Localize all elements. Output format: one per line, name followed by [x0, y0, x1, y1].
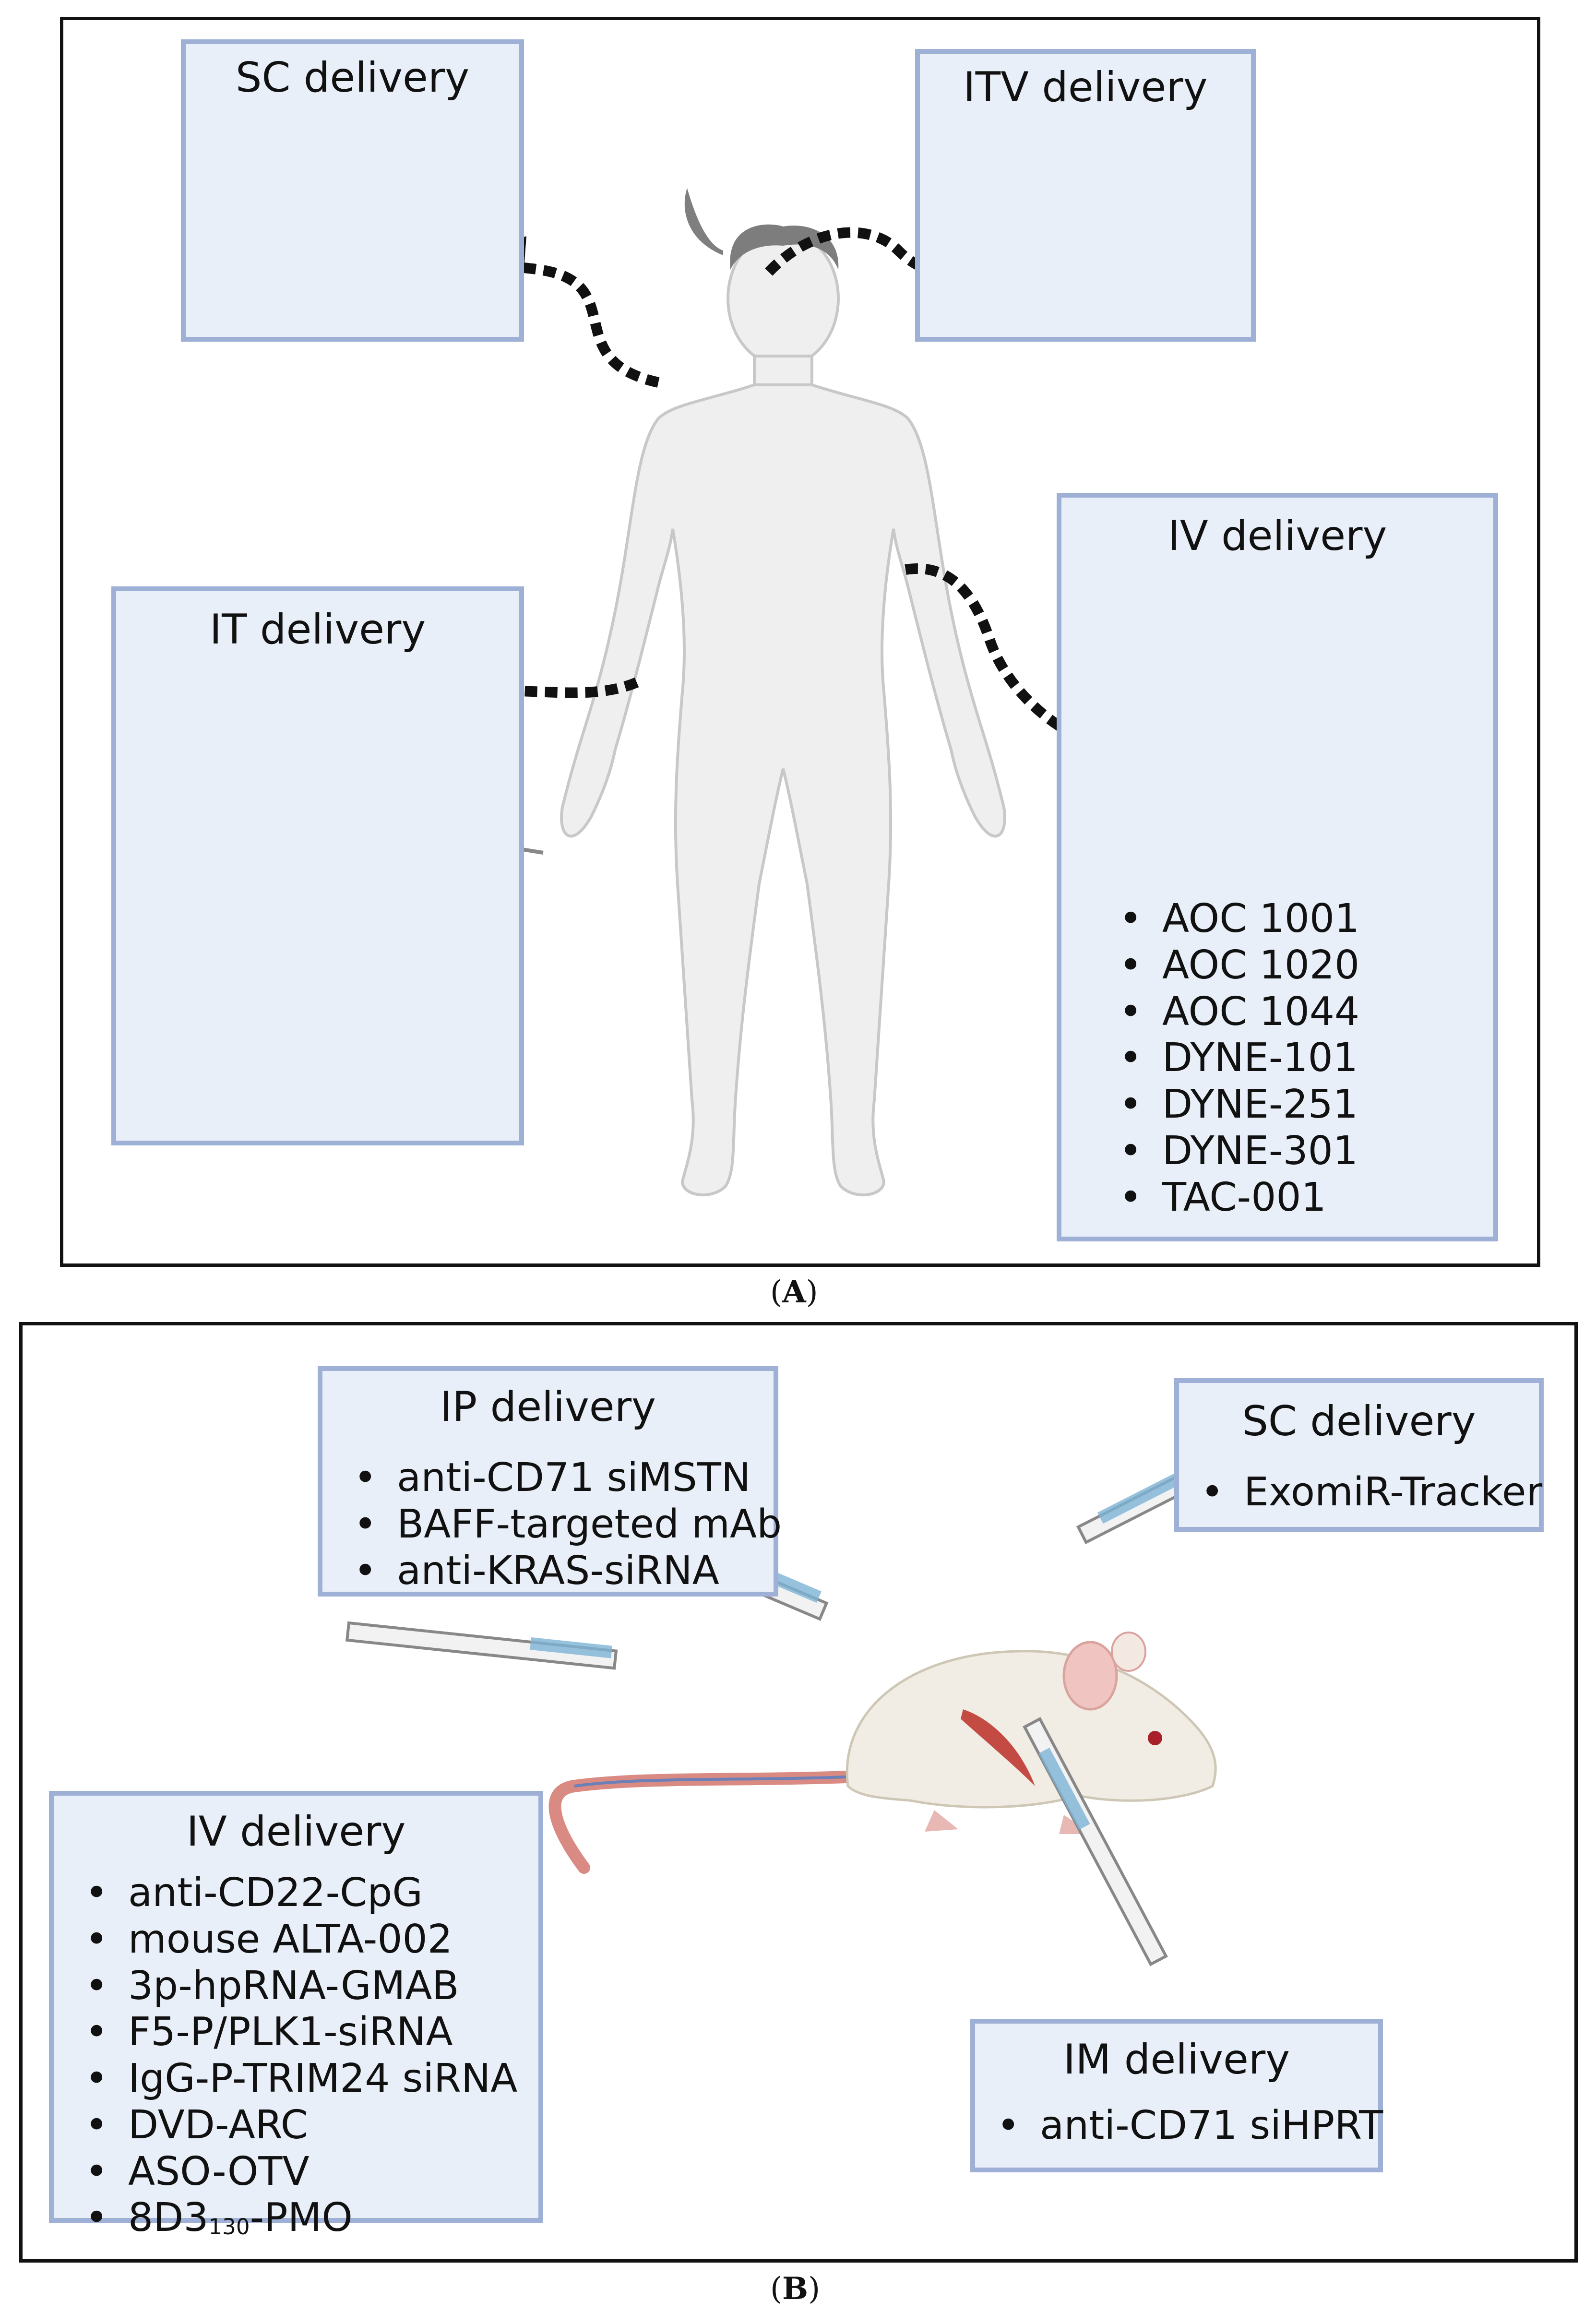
iv-drug-list: AOC 1001 AOC 1020 AOC 1044 DYNE-101 DYNE… — [1119, 896, 1359, 1221]
list-item: mouse ALTA-002 — [85, 1917, 517, 1963]
list-item: AOC 1044 — [1119, 989, 1359, 1036]
list-item: AOC 1001 — [1119, 896, 1359, 942]
list-item: F5-P/PLK1-siRNA — [85, 2009, 517, 2056]
im-agent-list: anti-CD71 siHPRT — [997, 2103, 1383, 2149]
sc-delivery-title-b: SC delivery — [1242, 1397, 1476, 1445]
ip-delivery-box: IP delivery anti-CD71 siMSTN BAFF-target… — [318, 1366, 782, 1597]
it-delivery-title: IT delivery — [209, 606, 426, 654]
list-item: IgG-P-TRIM24 siRNA — [85, 2056, 517, 2102]
panel-b-label: (B) — [770, 2271, 821, 2307]
list-item: ExomiR-Tracker — [1201, 1469, 1542, 1516]
sc-delivery-title: SC delivery — [235, 54, 470, 102]
mouse-tail-icon — [548, 1770, 864, 1874]
iv-agent-list: anti-CD22-CpG mouse ALTA-002 3p-hpRNA-GM… — [85, 1870, 517, 2241]
sc-agent-list: ExomiR-Tracker — [1201, 1469, 1542, 1516]
iv-delivery-title: IV delivery — [1167, 512, 1387, 560]
iv-delivery-box-b: IV delivery anti-CD22-CpG mouse ALTA-002… — [49, 1791, 543, 2241]
list-item: DYNE-301 — [1119, 1128, 1359, 1175]
iv-delivery-title-b: IV delivery — [186, 1808, 406, 1856]
list-item: DYNE-101 — [1119, 1035, 1359, 1082]
sc-delivery-box: SC delivery — [181, 39, 524, 342]
panel-b-illustrations — [345, 1390, 1353, 1966]
list-item: AOC 1020 — [1119, 942, 1359, 989]
list-item: DYNE-251 — [1119, 1082, 1359, 1128]
ip-agent-list: anti-CD71 siMSTN BAFF-targeted mAb anti-… — [354, 1455, 782, 1594]
ip-delivery-title: IP delivery — [440, 1383, 656, 1431]
list-item: anti-CD22-CpG — [85, 1870, 517, 1917]
iv-delivery-box: IV delivery AOC 1001 AOC 1020 AOC 1044 D… — [1057, 493, 1498, 1241]
panel-a: SC delivery ITV delivery IT delivery IV … — [60, 17, 1540, 1267]
list-item: 8D3130-PMO — [85, 2195, 517, 2241]
im-delivery-box: IM delivery anti-CD71 siHPRT — [970, 2019, 1383, 2172]
itv-delivery-box: ITV delivery — [915, 49, 1256, 342]
sc-delivery-box-b: SC delivery ExomiR-Tracker — [1174, 1378, 1544, 1532]
list-item: TAC-001 — [1119, 1175, 1359, 1221]
it-delivery-box: IT delivery — [111, 586, 524, 1145]
panel-a-label: (A) — [770, 1274, 818, 1310]
list-item: DVD-ARC — [85, 2102, 517, 2149]
list-item: anti-CD71 siHPRT — [997, 2103, 1383, 2149]
list-item: 3p-hpRNA-GMAB — [85, 1963, 517, 2010]
list-item: anti-CD71 siMSTN — [354, 1455, 782, 1502]
human-figure-icon — [560, 188, 1006, 1197]
list-item: anti-KRAS-siRNA — [354, 1548, 782, 1595]
im-delivery-title: IM delivery — [1063, 2036, 1290, 2084]
itv-delivery-title: ITV delivery — [963, 63, 1208, 111]
list-item: BAFF-targeted mAb — [354, 1502, 782, 1548]
panel-b: IP delivery anti-CD71 siMSTN BAFF-target… — [19, 1322, 1578, 2263]
list-item: ASO-OTV — [85, 2149, 517, 2195]
